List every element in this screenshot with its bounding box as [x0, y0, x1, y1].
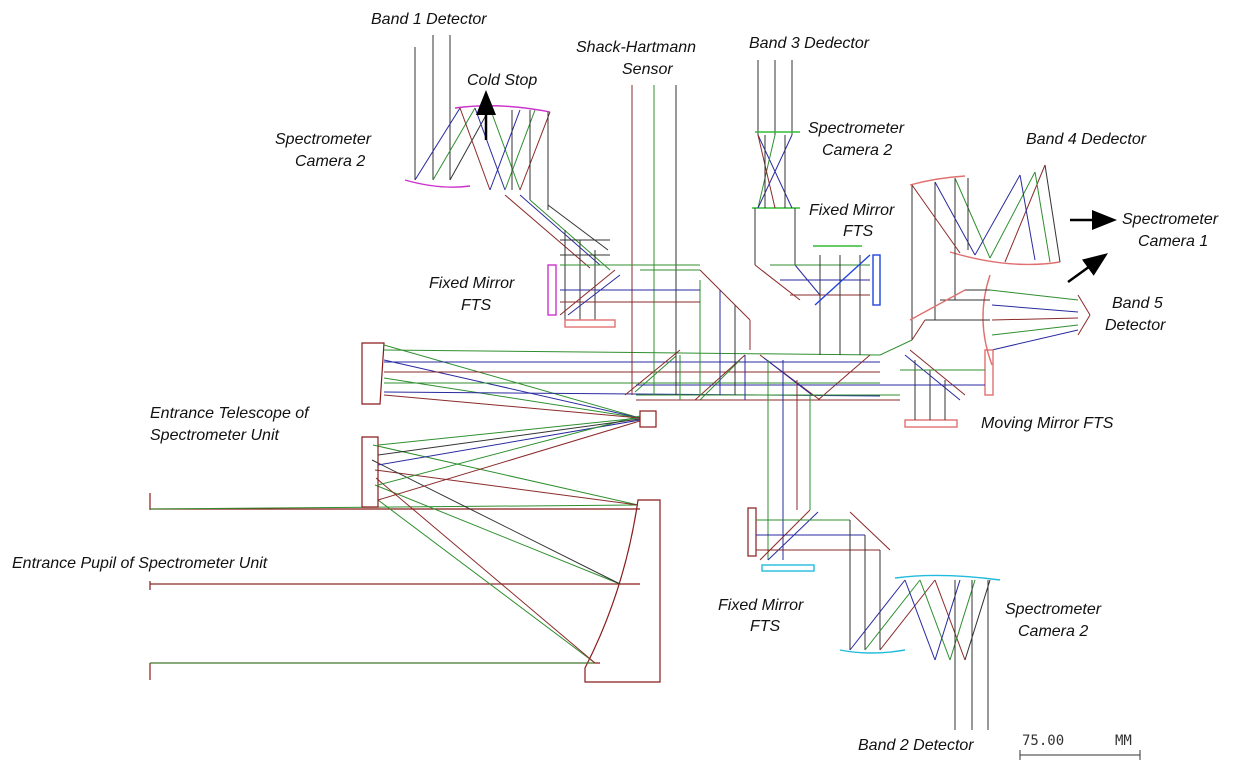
label-band1-detector: Band 1 Detector: [371, 11, 487, 28]
label-fixed-mirror-bottom-line1: Fixed Mirror: [718, 597, 804, 614]
label-band5-line2: Detector: [1105, 317, 1166, 334]
entrance-rays: [149, 444, 639, 664]
label-spectrometer-camera2-left-line2: Camera 2: [295, 153, 365, 170]
label-fixed-mirror-bottom-line2: FTS: [750, 618, 781, 635]
label-entrance-telescope-line2: Spectrometer Unit: [150, 427, 279, 444]
label-band2-detector: Band 2 Detector: [858, 737, 974, 754]
label-band4-detector: Band 4 Dedector: [1026, 131, 1147, 148]
label-fixed-mirror-left-line1: Fixed Mirror: [429, 275, 515, 292]
band5-arrow: [1067, 253, 1109, 284]
central-beamsplitters: [624, 349, 871, 401]
scale-bar-unit: MM: [1115, 733, 1132, 749]
label-spectrometer-camera1-line1: Spectrometer: [1122, 211, 1219, 228]
label-fixed-mirror-top-line1: Fixed Mirror: [809, 202, 895, 219]
label-spectrometer-camera2-top-line2: Camera 2: [822, 142, 892, 159]
label-band5-line1: Band 5: [1112, 295, 1163, 312]
label-cold-stop: Cold Stop: [467, 72, 537, 89]
label-spectrometer-camera2-bottom-line2: Camera 2: [1018, 623, 1088, 640]
telescope-rays: [377, 344, 881, 501]
label-band3-detector: Band 3 Dedector: [749, 35, 870, 52]
entrance-telescope-mirrors: [361, 342, 385, 508]
band3-camera: [752, 60, 881, 355]
label-spectrometer-camera2-bottom-line1: Spectrometer: [1005, 601, 1102, 618]
label-moving-mirror-fts: Moving Mirror FTS: [981, 415, 1114, 432]
label-shack-hartmann-line1: Shack-Hartmann: [576, 39, 696, 56]
label-spectrometer-camera2-top-line1: Spectrometer: [808, 120, 905, 137]
band4-band5-camera: [879, 164, 1091, 428]
entrance-pupil-structure: [149, 493, 640, 680]
primary-mirror: [584, 499, 661, 683]
band2-vertical-rays: [767, 360, 811, 560]
label-fixed-mirror-left-line2: FTS: [461, 297, 492, 314]
scale-bar-value: 75.00: [1022, 733, 1064, 749]
band1-camera: [404, 35, 700, 328]
label-spectrometer-camera2-left-line1: Spectrometer: [275, 131, 372, 148]
label-entrance-pupil: Entrance Pupil of Spectrometer Unit: [12, 555, 268, 572]
label-spectrometer-camera1-line2: Camera 1: [1138, 233, 1208, 250]
scale-bar: 75.00 MM: [1019, 733, 1141, 760]
label-fixed-mirror-top-line2: FTS: [843, 223, 874, 240]
label-shack-hartmann-line2: Sensor: [622, 61, 673, 78]
label-entrance-telescope-line1: Entrance Telescope of: [150, 405, 310, 422]
band2-camera: [747, 507, 1001, 730]
